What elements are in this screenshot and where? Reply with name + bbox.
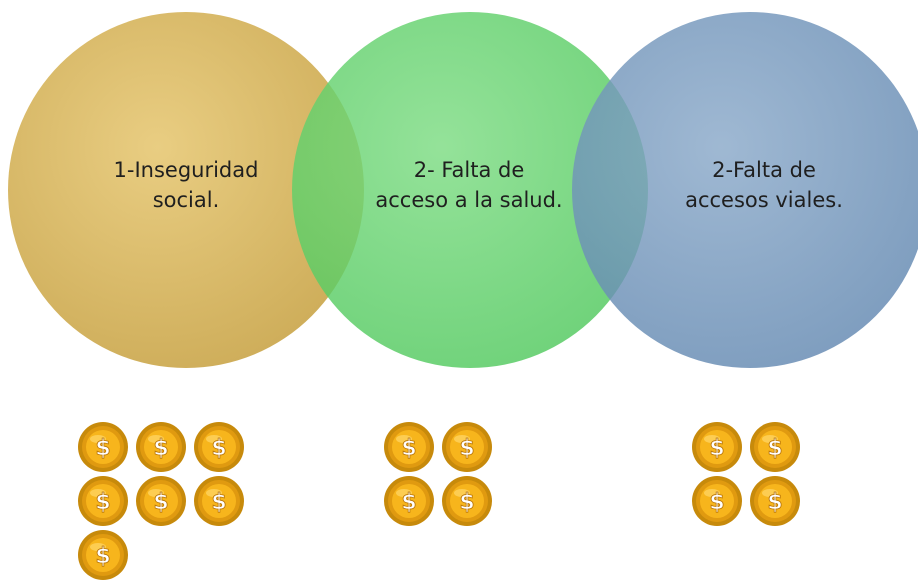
dollar-coin-icon: $	[76, 422, 130, 472]
dollar-coin-icon: $	[440, 476, 494, 526]
coin-group-falta-accesos-viales: $ $ $ $	[690, 422, 802, 526]
dollar-coin-icon: $	[192, 476, 246, 526]
svg-text:$: $	[153, 436, 168, 461]
svg-text:$: $	[211, 490, 226, 515]
coin-group-inseguridad-social: $ $ $ $ $ $ $	[76, 422, 246, 580]
svg-text:$: $	[401, 436, 416, 461]
dollar-coin-icon: $	[748, 476, 802, 526]
svg-text:$: $	[767, 436, 782, 461]
svg-text:$: $	[459, 436, 474, 461]
dollar-coin-icon: $	[382, 476, 436, 526]
dollar-coin-icon: $	[690, 422, 744, 472]
dollar-coin-icon: $	[134, 422, 188, 472]
svg-text:$: $	[211, 436, 226, 461]
dollar-coin-icon: $	[382, 422, 436, 472]
dollar-coin-icon: $	[690, 476, 744, 526]
label-inseguridad-social: 1-Inseguridad social.	[113, 158, 259, 212]
label-falta-acceso-salud: 2- Falta de acceso a la salud.	[375, 158, 563, 212]
dollar-coin-icon: $	[748, 422, 802, 472]
svg-text:$: $	[459, 490, 474, 515]
dollar-coin-icon: $	[76, 476, 130, 526]
circle-inseguridad-social	[8, 12, 364, 368]
coin-group-falta-acceso-salud: $ $ $ $	[382, 422, 494, 526]
svg-text:$: $	[709, 436, 724, 461]
venn-diagram	[8, 12, 918, 368]
dollar-coin-icon: $	[192, 422, 246, 472]
svg-text:$: $	[153, 490, 168, 515]
svg-text:$: $	[767, 490, 782, 515]
svg-text:$: $	[95, 436, 110, 461]
label-falta-accesos-viales: 2-Falta de accesos viales.	[685, 158, 843, 212]
circle-falta-accesos-viales	[572, 12, 918, 368]
svg-text:$: $	[95, 544, 110, 569]
circle-falta-acceso-salud	[292, 12, 648, 368]
dollar-coin-icon: $	[440, 422, 494, 472]
dollar-coin-icon: $	[134, 476, 188, 526]
dollar-coin-icon: $	[76, 530, 130, 580]
svg-text:$: $	[709, 490, 724, 515]
svg-text:$: $	[401, 490, 416, 515]
svg-text:$: $	[95, 490, 110, 515]
